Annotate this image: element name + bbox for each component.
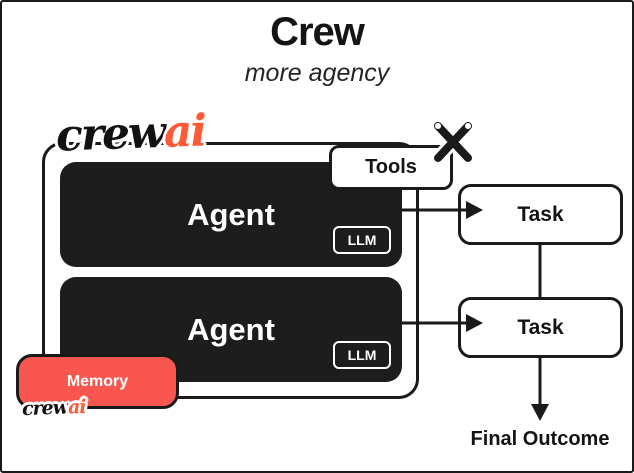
crewai-logo-crew-text: crew — [55, 106, 165, 162]
agent-1-llm-badge: LLM — [333, 226, 391, 254]
task-2-label: Task — [517, 315, 564, 339]
memory-box: Memory — [16, 354, 179, 409]
crewai-logo-ai-text: ai — [162, 105, 206, 158]
task2-to-outcome-arrowhead — [531, 404, 549, 421]
diagram-title: Crew — [270, 10, 365, 54]
crewai-logo-small-crew-text: crew — [21, 396, 69, 421]
final-outcome-label: Final Outcome — [470, 428, 610, 450]
tools-label: Tools — [365, 156, 417, 178]
tools-box: Tools — [329, 145, 453, 190]
agent-2-label: Agent — [187, 311, 275, 347]
diagram-subtitle: more agency — [244, 59, 390, 87]
agent-2-llm-badge: LLM — [333, 341, 391, 369]
task-box-2: Task — [458, 297, 623, 358]
crewai-logo-small-ai-text: ai — [67, 395, 86, 419]
agent-box-2: Agent LLM — [60, 277, 402, 382]
task-1-label: Task — [517, 202, 564, 226]
crossed-tools-icon — [431, 119, 475, 165]
crewai-logo-small: crewai — [22, 396, 86, 420]
task-box-1: Task — [458, 184, 623, 245]
crewai-logo: crewai — [55, 105, 206, 161]
agent-1-label: Agent — [187, 196, 275, 232]
memory-label: Memory — [66, 372, 129, 390]
